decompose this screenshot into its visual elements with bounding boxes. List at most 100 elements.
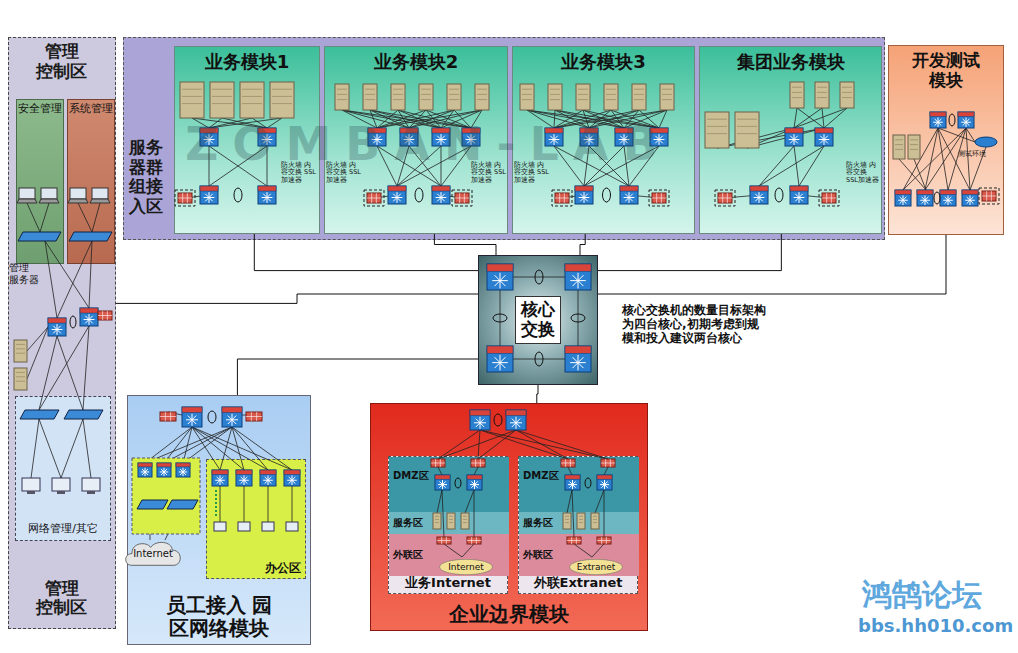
switch-mark bbox=[754, 197, 765, 198]
server-slot bbox=[550, 99, 560, 100]
switch-icon bbox=[750, 186, 768, 204]
switch-body bbox=[258, 186, 276, 204]
switch-body bbox=[48, 318, 66, 336]
server-slot bbox=[737, 119, 757, 120]
device-group-frame bbox=[175, 190, 195, 206]
note-label: 测试环境 bbox=[958, 150, 1002, 158]
switch-mark bbox=[500, 355, 501, 371]
wire bbox=[578, 290, 579, 346]
server-body bbox=[210, 82, 234, 118]
wire bbox=[903, 128, 966, 190]
monitor-icon bbox=[52, 478, 70, 494]
link-bundle bbox=[603, 188, 611, 202]
server-slot bbox=[792, 92, 802, 93]
ellipse-shape bbox=[440, 559, 493, 574]
wire bbox=[164, 427, 192, 463]
brick-line bbox=[256, 412, 257, 421]
device-group-frame bbox=[364, 190, 384, 206]
wire bbox=[220, 486, 221, 522]
firewall-icon bbox=[367, 193, 381, 203]
wire bbox=[604, 467, 608, 475]
wire bbox=[478, 430, 480, 459]
firewall-icon bbox=[160, 412, 176, 421]
region-box: 服务区DMZ区 bbox=[389, 457, 509, 534]
server-slot bbox=[842, 97, 852, 98]
switch-body bbox=[176, 463, 190, 477]
switch-mark bbox=[160, 471, 168, 472]
server-slot bbox=[634, 94, 644, 95]
wire bbox=[572, 490, 574, 537]
region-box: Internet办公区员工接入 园区网络模块 bbox=[127, 395, 311, 645]
server-icon bbox=[270, 82, 294, 118]
switch-icon bbox=[182, 407, 202, 427]
link-bundle bbox=[535, 270, 543, 284]
pc-icon bbox=[214, 522, 226, 531]
wire bbox=[903, 128, 938, 190]
switch-body bbox=[750, 186, 768, 204]
switch-icon bbox=[284, 470, 300, 486]
link-bundle bbox=[775, 188, 783, 202]
switch-mark bbox=[268, 475, 269, 485]
switch-mark bbox=[217, 477, 224, 484]
brick-line bbox=[606, 537, 607, 544]
switch-top bbox=[750, 186, 768, 191]
switch-top bbox=[212, 470, 228, 474]
server-icon bbox=[815, 82, 829, 108]
switch-mark bbox=[267, 192, 268, 203]
switch-body bbox=[470, 410, 490, 430]
node-text: 服务 器群 组接 入区 bbox=[129, 138, 166, 216]
server-slot bbox=[16, 372, 25, 373]
server-icon bbox=[14, 340, 27, 362]
server-slot bbox=[579, 516, 583, 517]
wire bbox=[220, 427, 232, 470]
switch-mark bbox=[192, 414, 193, 426]
wire bbox=[574, 544, 592, 557]
firewall-icon bbox=[601, 459, 615, 467]
link-bundle bbox=[455, 478, 461, 488]
switch-top bbox=[258, 186, 276, 191]
server-icon bbox=[563, 513, 571, 529]
switch-mark bbox=[474, 422, 486, 423]
brick-line bbox=[371, 193, 372, 203]
brick-line bbox=[661, 193, 662, 203]
switch-mark bbox=[965, 200, 975, 201]
switch-body bbox=[575, 186, 593, 204]
wire bbox=[192, 427, 292, 470]
brick-line bbox=[441, 537, 442, 544]
wire bbox=[794, 108, 847, 128]
switch-top bbox=[815, 128, 833, 133]
switch-mark bbox=[495, 275, 506, 286]
switch-top bbox=[620, 186, 638, 191]
switch-mark bbox=[205, 194, 213, 202]
wire bbox=[567, 490, 572, 513]
server-slot bbox=[477, 94, 487, 95]
switch-icon bbox=[930, 112, 946, 128]
switch-mark bbox=[262, 197, 273, 198]
brick-line bbox=[610, 459, 611, 467]
wire bbox=[948, 128, 966, 190]
brick-line bbox=[605, 459, 606, 467]
label-slot: ZOMBAN-LAB bbox=[185, 118, 671, 171]
link-bundle bbox=[535, 352, 543, 366]
switch-icon bbox=[388, 186, 406, 204]
region-box: 服务区DMZ区Internet外联区业务Internet bbox=[388, 456, 508, 594]
server-slot bbox=[365, 89, 375, 90]
brick-line bbox=[822, 198, 836, 199]
firewall-body bbox=[597, 537, 611, 544]
switch-body bbox=[565, 264, 591, 290]
server-slot bbox=[522, 89, 532, 90]
wire bbox=[747, 128, 824, 148]
server-slot bbox=[565, 519, 569, 520]
switch-mark bbox=[799, 192, 800, 203]
wire bbox=[145, 477, 180, 500]
switch-mark bbox=[967, 197, 974, 204]
server-slot bbox=[212, 89, 232, 90]
server-slot bbox=[16, 381, 25, 382]
brick-line bbox=[471, 463, 485, 464]
server-icon bbox=[14, 368, 27, 390]
region-box: 网络管理/其它 bbox=[15, 396, 111, 541]
server-body bbox=[240, 82, 264, 118]
link-bundle bbox=[493, 314, 507, 322]
server-slot bbox=[449, 522, 453, 523]
